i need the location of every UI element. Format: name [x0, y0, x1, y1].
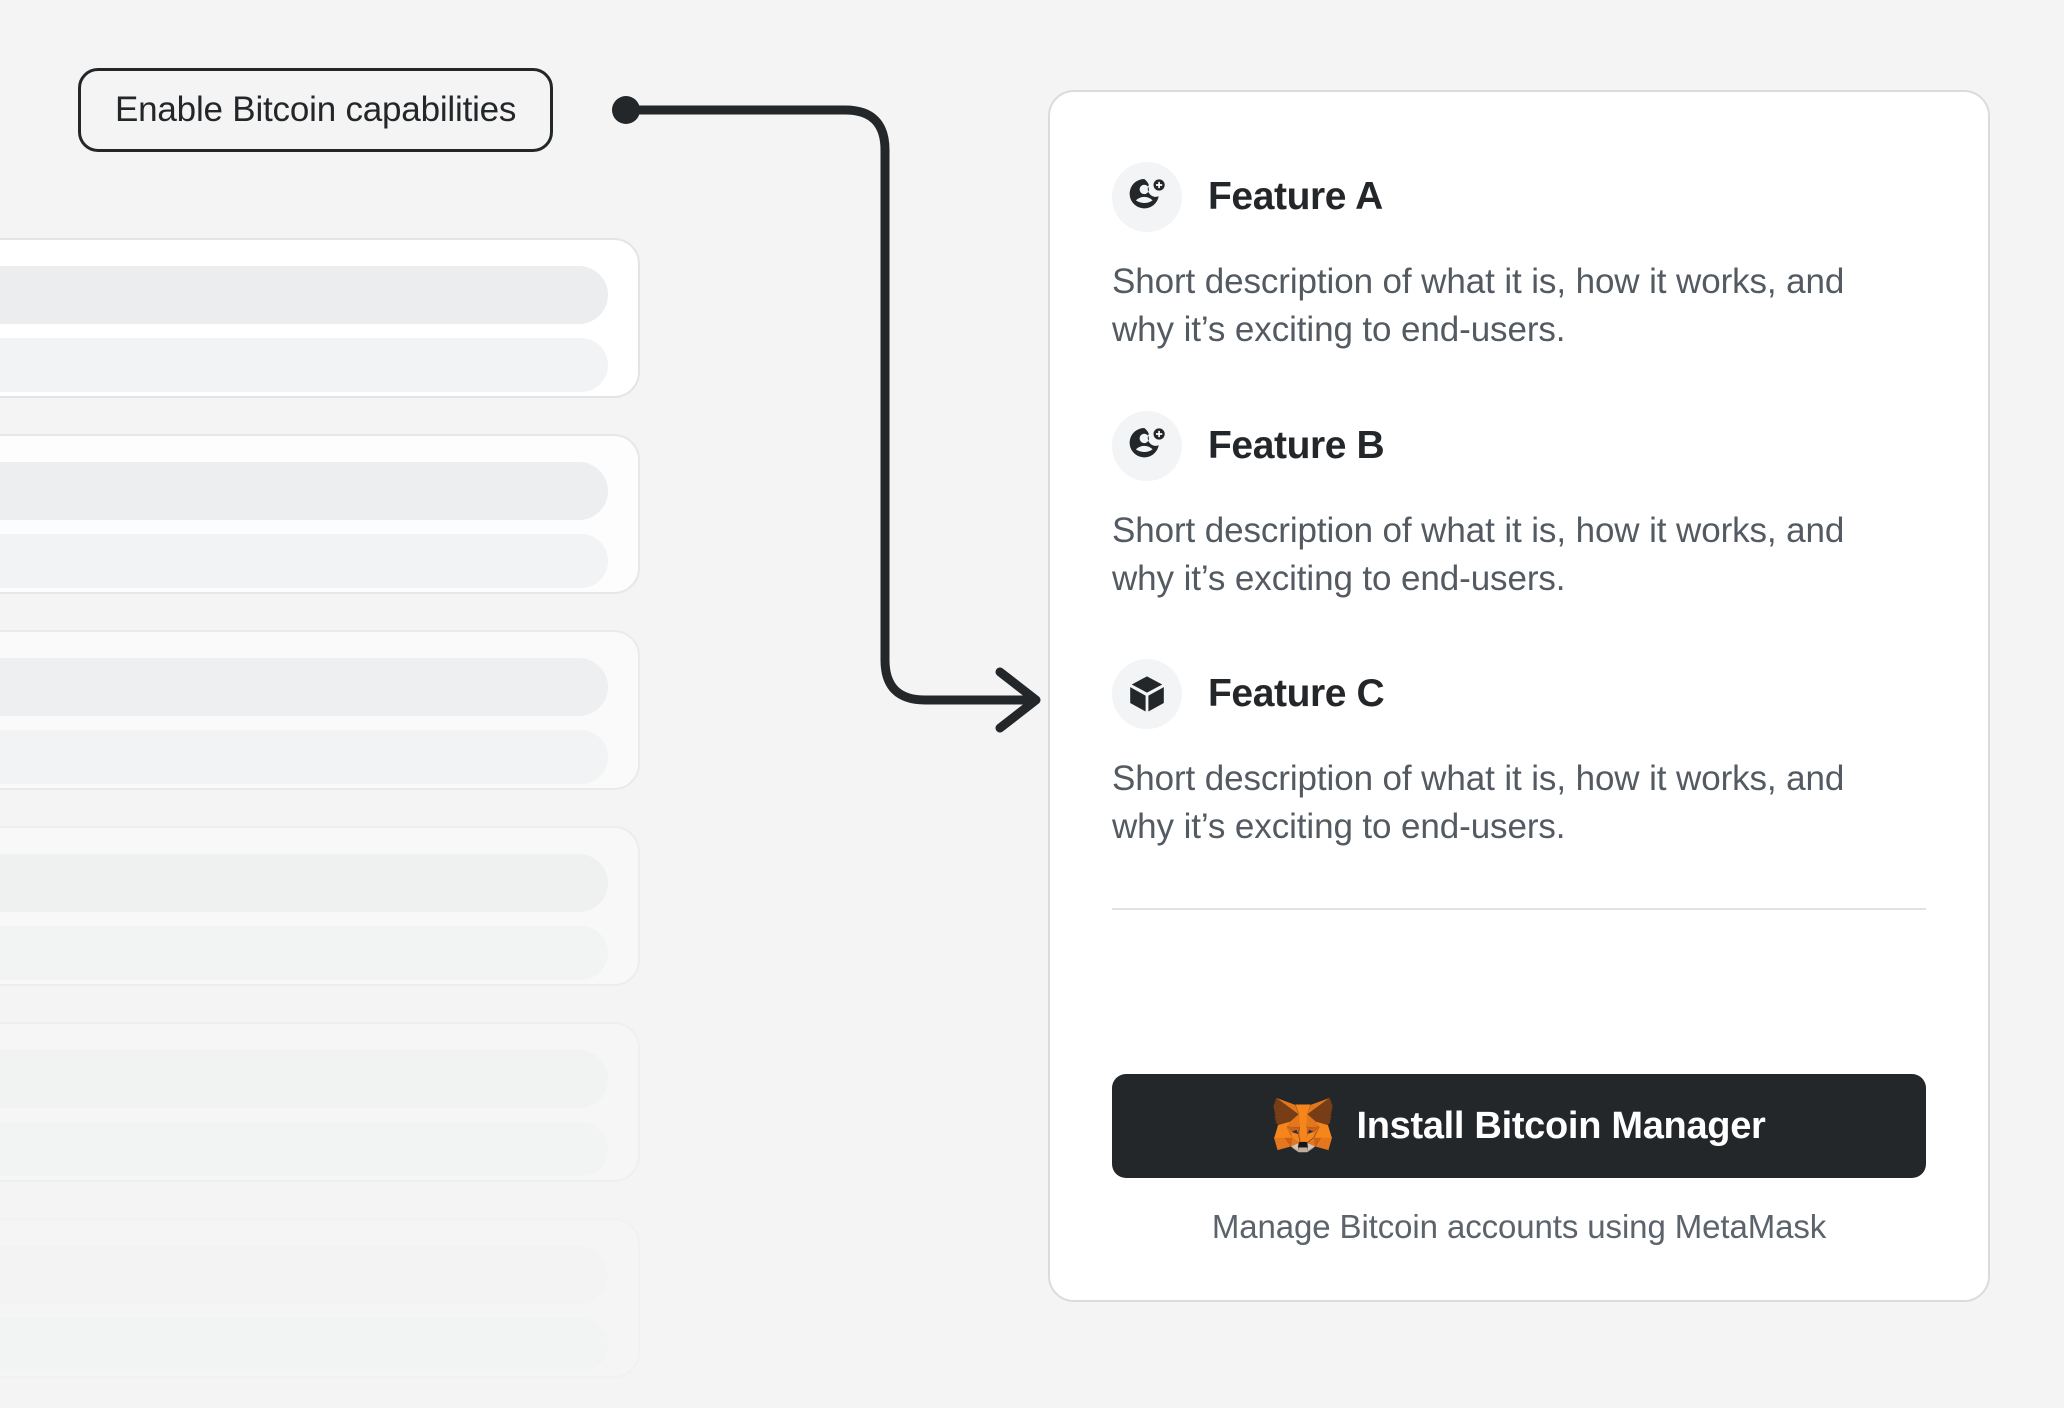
skeleton-bar-primary	[0, 658, 608, 716]
feature-title: Feature B	[1208, 423, 1385, 467]
skeleton-card	[0, 630, 640, 790]
metamask-fox-icon	[1272, 1096, 1334, 1157]
feature-header: Feature B	[1112, 410, 1926, 481]
skeleton-bar-secondary	[0, 338, 608, 392]
skeleton-bar-primary	[0, 1050, 608, 1108]
feature-title: Feature A	[1208, 175, 1383, 218]
card-divider	[1112, 907, 1926, 910]
callout-label: Enable Bitcoin capabilities	[115, 90, 517, 129]
callout-anchor-dot	[612, 96, 640, 124]
footer-caption: Manage Bitcoin accounts using MetaMask	[1211, 1208, 1827, 1245]
card-footer: Install Bitcoin Manager Manage Bitcoin a…	[1050, 1012, 1988, 1300]
skeleton-card	[0, 238, 640, 398]
skeleton-bar-primary	[0, 462, 608, 520]
skeleton-bar-secondary	[0, 534, 608, 588]
skeleton-bar-secondary	[0, 730, 608, 784]
feature-header: Feature A	[1112, 162, 1926, 232]
skeleton-card	[0, 826, 640, 986]
callout-pill[interactable]: Enable Bitcoin capabilities	[78, 68, 554, 152]
skeleton-bar-secondary	[0, 1318, 608, 1372]
skeleton-bar-secondary	[0, 1122, 608, 1176]
install-bitcoin-manager-button[interactable]: Install Bitcoin Manager	[1112, 1074, 1926, 1178]
skeleton-card	[0, 1022, 640, 1182]
skeleton-card	[0, 1218, 640, 1378]
skeleton-bar-primary	[0, 854, 608, 912]
feature-description: Short description of what it is, how it …	[1112, 510, 1845, 598]
feature-list: Feature A Short description of what it i…	[1050, 92, 1988, 1012]
feature-description: Short description of what it is, how it …	[1112, 759, 1845, 847]
skeleton-bar-primary	[0, 266, 608, 324]
feature-item: Feature C Short description of what it i…	[1112, 659, 1926, 852]
feature-header: Feature C	[1112, 659, 1926, 730]
skeleton-placeholder-list	[0, 238, 640, 1408]
feature-description: Short description of what it is, how it …	[1112, 262, 1845, 350]
install-button-label: Install Bitcoin Manager	[1356, 1104, 1766, 1147]
feature-item: Feature B Short description of what it i…	[1112, 410, 1926, 604]
add-user-icon	[1112, 162, 1182, 232]
skeleton-bar-secondary	[0, 926, 608, 980]
skeleton-card	[0, 434, 640, 594]
feature-card: Feature A Short description of what it i…	[1048, 90, 1990, 1302]
feature-item: Feature A Short description of what it i…	[1112, 162, 1926, 355]
add-user-icon	[1112, 410, 1182, 481]
feature-title: Feature C	[1208, 672, 1385, 716]
cube-icon	[1112, 659, 1182, 730]
skeleton-bar-primary	[0, 1246, 608, 1304]
